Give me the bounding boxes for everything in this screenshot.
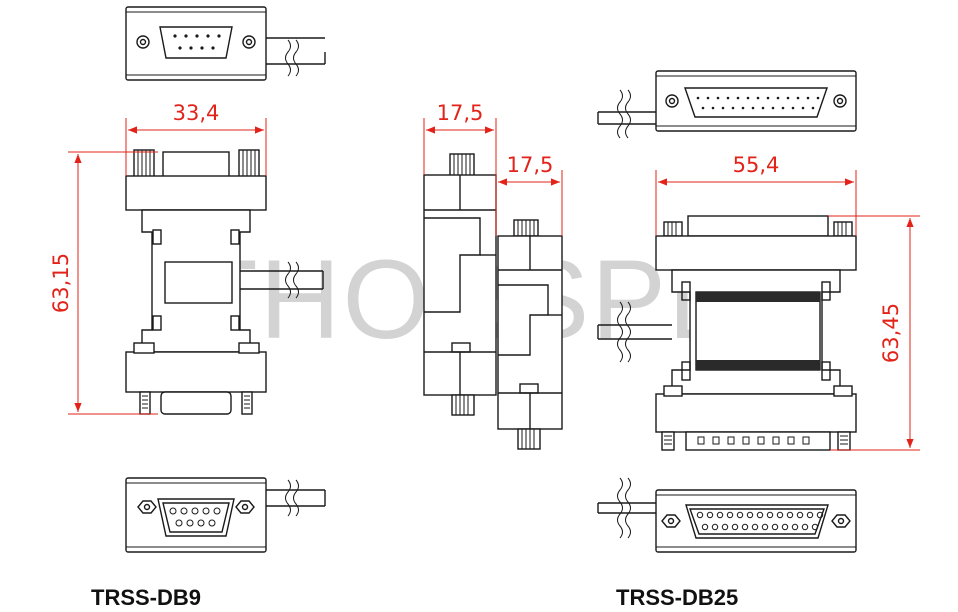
db25-model-label: TRSS-DB25 xyxy=(616,585,739,610)
db9-height-value: 63,15 xyxy=(49,253,73,313)
side-depth-value-2: 17,5 xyxy=(507,153,554,177)
side-depth-dimension-2: 17,5 xyxy=(495,153,563,236)
db25-top-view xyxy=(597,70,857,139)
db25-width-value: 55,4 xyxy=(733,153,780,177)
db25-height-value: 63,45 xyxy=(879,303,903,363)
db9-width-dimension: 33,4 xyxy=(125,101,267,176)
side-depth-dimension-1: 17,5 xyxy=(423,101,497,175)
db25-front-view xyxy=(597,215,857,451)
db25-height-dimension: 63,45 xyxy=(828,215,920,451)
db9-width-value: 33,4 xyxy=(173,101,220,125)
db25-width-dimension: 55,4 xyxy=(655,153,857,236)
db9-front-view xyxy=(125,149,324,415)
db9-model-label: TRSS-DB9 xyxy=(91,585,202,610)
db9-height-dimension: 63,15 xyxy=(49,151,158,415)
db9-bottom-view xyxy=(125,477,326,553)
side-view xyxy=(423,153,563,450)
side-depth-value-1: 17,5 xyxy=(437,101,484,125)
db9-top-view xyxy=(125,6,326,81)
db25-bottom-view xyxy=(597,477,857,553)
